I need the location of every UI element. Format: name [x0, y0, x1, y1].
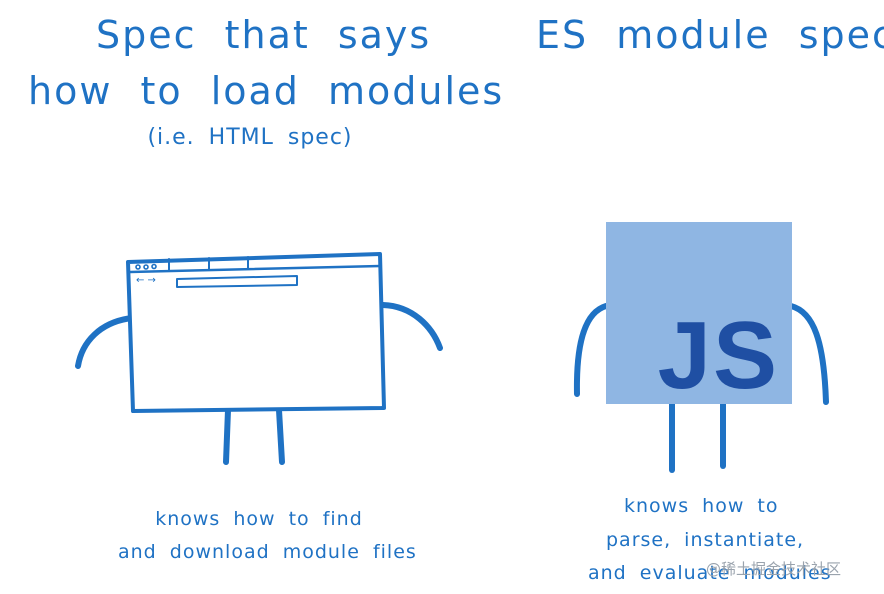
browser-left-arm: [75, 315, 135, 369]
js-right-arm: [788, 303, 829, 405]
window-dot-icon: [151, 263, 157, 270]
left-caption-line2: and download module files: [118, 541, 417, 563]
js-logo-box: [606, 222, 792, 404]
browser-address-bar: [176, 275, 298, 288]
window-dot-icon: [135, 264, 141, 270]
js-left-arm: [573, 303, 609, 397]
right-caption-line3: and evaluate modules: [588, 562, 832, 584]
right-caption-line2: parse, instantiate,: [606, 529, 805, 551]
js-module-character: [573, 303, 829, 473]
browser-right-arm: [380, 302, 443, 351]
right-caption-line1: knows how to: [624, 495, 779, 517]
js-logo-text: JS: [658, 302, 779, 409]
browser-window-frame: [126, 252, 386, 413]
browser-window-character: [75, 252, 443, 465]
browser-right-leg: [276, 407, 285, 465]
left-title-line2: how to load modules: [28, 69, 505, 113]
left-title-line1: Spec that says: [96, 13, 432, 57]
window-dot-icon: [143, 264, 149, 270]
browser-titlebar-line: [128, 264, 382, 274]
browser-left-leg: [223, 407, 231, 465]
right-title: ES module spec: [536, 13, 884, 57]
left-subtitle: (i.e. HTML spec): [147, 125, 353, 150]
watermark: @稀土掘金技术社区: [706, 560, 842, 578]
left-caption-line1: knows how to find: [155, 508, 363, 530]
browser-nav-arrows: ← →: [136, 275, 156, 286]
